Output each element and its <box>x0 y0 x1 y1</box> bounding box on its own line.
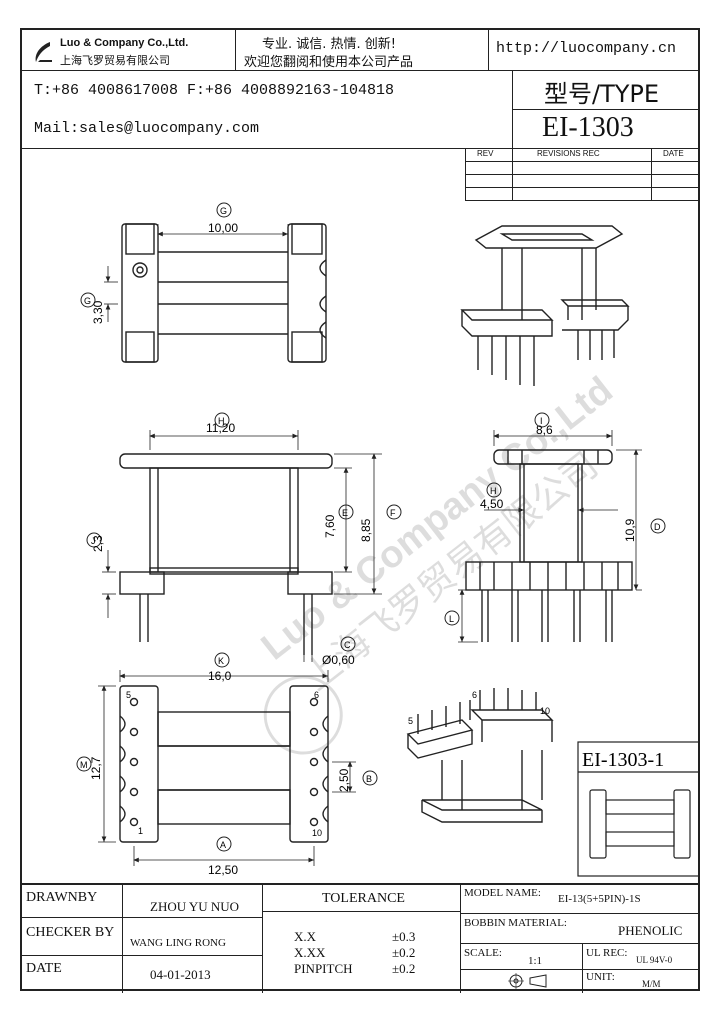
scale-label: SCALE: <box>464 947 502 959</box>
side-view-width-dim: 8,6 <box>536 423 553 437</box>
slogan-line1: 专业. 诚信. 热情. 创新! <box>262 37 397 52</box>
top-view-width-dim: 10,00 <box>208 221 238 235</box>
title-block: DRAWNBY ZHOU YU NUO CHECKER BY WANG LING… <box>22 883 700 993</box>
iso-pin5: 5 <box>408 716 413 726</box>
date-column-header: DATE <box>663 149 684 158</box>
front-view-label-f: F <box>390 508 396 518</box>
scale-value: 1:1 <box>528 955 543 967</box>
bottom-view-width-dim: 16,0 <box>208 669 232 683</box>
tolerance-pinpitch-value: ±0.2 <box>392 961 416 976</box>
front-view-label-e: E <box>342 508 348 518</box>
part-number: EI-1303 <box>542 112 634 143</box>
side-view-label-d: D <box>654 522 661 532</box>
tolerance-x-x-label: X.X <box>294 929 317 944</box>
bottom-view-pin6: 6 <box>314 690 319 700</box>
bottom-view-pin-span-dim: 12,50 <box>208 863 238 877</box>
top-view <box>104 223 327 363</box>
side-view-inner-dim: 4,50 <box>480 497 504 511</box>
front-view-width-dim: 11,20 <box>206 421 235 435</box>
top-view-height-dim: 3,30 <box>91 300 105 324</box>
front-view <box>102 430 382 662</box>
company-name: Luo & Company Co.,Ltd. <box>60 37 189 49</box>
bottom-view-pin10: 10 <box>312 828 322 838</box>
tolerance-pinpitch-label: PINPITCH <box>294 961 353 976</box>
tolerance-x-xx-label: X.XX <box>294 945 326 960</box>
iso-top-view <box>460 225 630 386</box>
thumbnail-box <box>577 741 700 877</box>
front-view-label-h: H <box>218 416 225 426</box>
front-view-f-dim: 8,85 <box>359 518 373 542</box>
watermark-text-en: Luo & Company Co.,Ltd <box>254 369 621 669</box>
company-logo: Luo & Company Co.,Ltd. 上海飞罗贸易有限公司 <box>28 34 233 70</box>
tolerance-x-x-value: ±0.3 <box>392 929 416 944</box>
bottom-view-label-a: A <box>220 840 226 850</box>
bottom-view-height-dim: 12,7 <box>89 756 103 780</box>
website-link[interactable]: http://luocompany.cn <box>496 40 677 57</box>
type-label: 型号/TYPE <box>544 80 660 108</box>
bottom-view-label-m: M <box>80 760 88 770</box>
side-view-label-i: I <box>540 416 543 426</box>
front-view-pin-dim: Ø0,60 <box>322 653 355 667</box>
revisions-rec-column-header: REVISIONS REC <box>537 149 600 158</box>
side-view-label-l: L <box>449 614 454 624</box>
slogan-line2: 欢迎您翻阅和使用本公司产品 <box>244 55 414 70</box>
bottom-view-label-k: K <box>218 656 224 666</box>
date-value: 04-01-2013 <box>150 967 211 982</box>
side-view-height-dim: 10,9 <box>623 518 637 542</box>
bottom-view-label-b: B <box>366 774 372 784</box>
projection-symbol-icon <box>508 973 547 989</box>
thumbnail-label: EI-1303-1 <box>582 749 664 771</box>
unit-value: M/M <box>642 979 661 989</box>
checker-value: WANG LING RONG <box>130 937 226 949</box>
top-view-label-g2: G <box>84 296 91 306</box>
tolerance-label: TOLERANCE <box>322 891 405 906</box>
model-name-value: EI-13(5+5PIN)-1S <box>558 893 641 905</box>
mail-text: Mail:sales@luocompany.com <box>34 120 260 137</box>
date-label: DATE <box>26 961 62 976</box>
tolerance-x-xx-value: ±0.2 <box>392 945 416 960</box>
company-name-cn: 上海飞罗贸易有限公司 <box>60 54 170 67</box>
bottom-view <box>98 670 356 866</box>
bobbin-material-label: BOBBIN MATERIAL: <box>464 917 567 929</box>
drawnby-label: DRAWNBY <box>26 890 98 905</box>
ul-rec-label: UL REC: <box>586 947 628 959</box>
front-view-label-j: J <box>91 536 96 546</box>
unit-label: UNIT: <box>586 971 615 983</box>
side-view <box>458 430 642 643</box>
bottom-view-pin1: 1 <box>138 826 143 836</box>
checker-label: CHECKER BY <box>26 925 115 940</box>
logo-mark-icon <box>35 42 52 62</box>
iso-bottom-view <box>406 688 554 823</box>
front-view-j-dim: 2,3 <box>91 535 105 552</box>
rev-column-header: REV <box>477 149 494 158</box>
drawing-canvas: Luo & Company Co.,Ltd 上海飞罗贸易有限公司 <box>76 202 700 877</box>
bottom-view-pin5: 5 <box>126 690 131 700</box>
phone-fax-text: T:+86 4008617008 F:+86 4008892163-104818 <box>34 82 395 99</box>
top-view-label-g1: G <box>220 206 227 216</box>
ul-rec-value: UL 94V-0 <box>636 955 673 965</box>
iso-pin10: 10 <box>540 706 550 716</box>
iso-pin6: 6 <box>472 690 477 700</box>
bobbin-material-value: PHENOLIC <box>618 923 683 938</box>
front-view-label-c: C <box>344 640 351 650</box>
bottom-view-pitch-dim: 2,50 <box>337 768 351 792</box>
revisions-table: REV REVISIONS REC DATE <box>465 148 700 201</box>
drawnby-value: ZHOU YU NUO <box>150 899 240 914</box>
model-name-label: MODEL NAME: <box>464 887 541 899</box>
drawing-sheet: Luo & Company Co.,Ltd. 上海飞罗贸易有限公司 专业. 诚信… <box>20 28 700 993</box>
side-view-label-h: H <box>490 486 497 496</box>
front-view-e-dim: 7,60 <box>323 514 337 538</box>
